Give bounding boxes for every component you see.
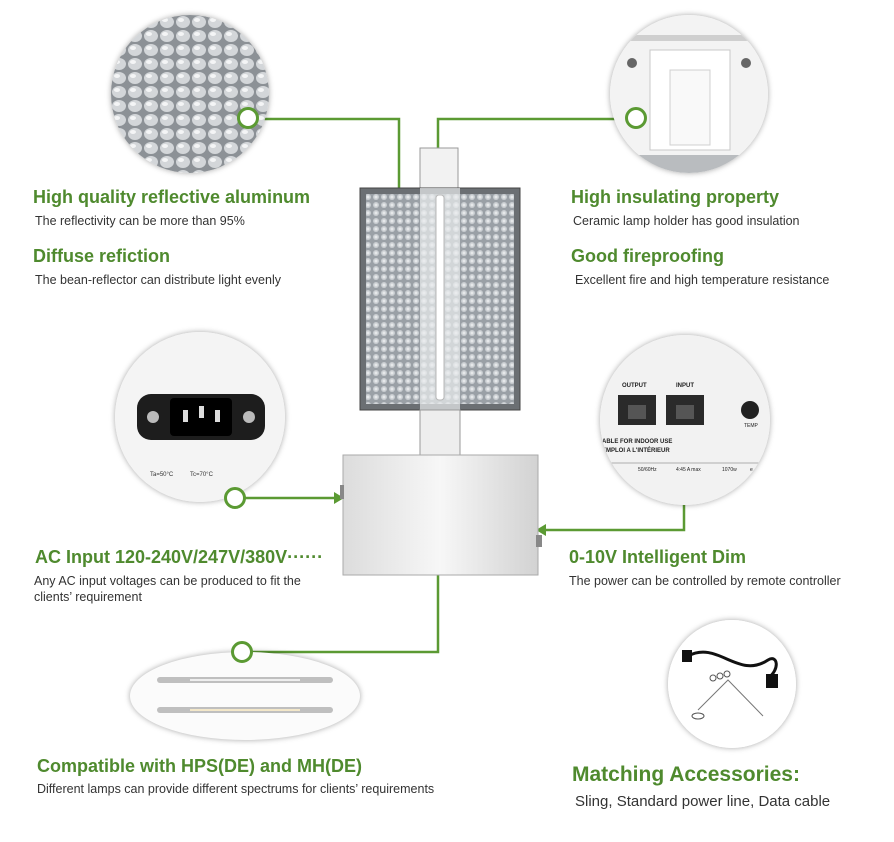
indoor-use-line2: EMPLOI A L'INTÉRIEUR	[602, 448, 670, 454]
feature-ac-input-desc: Any AC input voltages can be produced to…	[34, 574, 301, 604]
accessories-image	[668, 620, 796, 748]
input-port-label: INPUT	[676, 383, 694, 389]
spec-watt: 1070w	[722, 467, 737, 473]
feature-reflective-desc: The reflectivity can be more than 95%	[35, 214, 245, 228]
callout-dot-reflector	[237, 107, 259, 129]
spec-e: e	[750, 467, 753, 473]
spec-amp: 4:45 A max	[676, 467, 701, 473]
feature-compatible-title: Compatible with HPS(DE) and MH(DE)	[37, 756, 362, 776]
feature-dim-title: 0-10V Intelligent Dim	[569, 547, 747, 567]
reflector-closeup-image	[111, 15, 269, 173]
socket-ta-spec: Ta=50°C	[150, 472, 174, 478]
feature-fireproof-desc: Excellent fire and high temperature resi…	[575, 273, 830, 287]
feature-insulating-desc: Ceramic lamp holder has good insulation	[573, 214, 800, 228]
feature-accessories-desc: Sling, Standard power line, Data cable	[575, 793, 831, 810]
socket-tc-spec: Tc=70°C	[190, 472, 213, 478]
control-panel-closeup-image: OUTPUT INPUT TEMP ABLE FOR INDOOR USE EM…	[600, 335, 770, 505]
spec-hz: 50/60Hz	[638, 467, 657, 473]
feature-dim-desc: The power can be controlled by remote co…	[569, 574, 841, 588]
temp-label: TEMP	[744, 423, 758, 429]
feature-fireproof-title: Good fireproofing	[571, 246, 724, 266]
feature-insulating-title: High insulating property	[571, 187, 780, 207]
output-port-label: OUTPUT	[622, 383, 647, 389]
lamps-closeup-image	[130, 652, 360, 740]
feature-diffuse-title: Diffuse refiction	[33, 246, 171, 266]
feature-ac-input-title: AC Input 120-240V/247V/380V······	[35, 547, 324, 567]
arrow-ac-input	[334, 492, 344, 504]
power-socket-closeup-image: Ta=50°C Tc=70°C	[115, 332, 285, 502]
arrow-dim	[536, 524, 546, 536]
feature-reflective-title: High quality reflective aluminum	[33, 187, 311, 207]
grow-light-fixture	[340, 145, 550, 585]
lamp-holder-closeup-image	[610, 15, 768, 173]
callout-dot-socket	[224, 487, 246, 509]
indoor-use-line1: ABLE FOR INDOOR USE	[602, 439, 673, 445]
feature-accessories-title: Matching Accessories:	[572, 763, 800, 786]
feature-compatible-desc: Different lamps can provide different sp…	[37, 782, 435, 796]
callout-dot-holder	[625, 107, 647, 129]
callout-dot-lamps	[231, 641, 253, 663]
feature-diffuse-desc: The bean-reflector can distribute light …	[35, 273, 281, 287]
